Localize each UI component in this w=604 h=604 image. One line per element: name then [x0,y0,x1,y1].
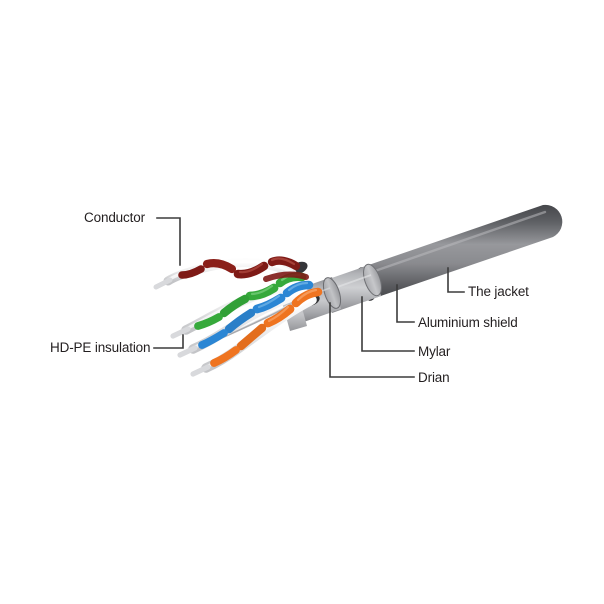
pair-orange [190,287,323,377]
label-mylar: Mylar [418,344,451,359]
leader-the-jacket [447,267,465,293]
pair-brown-back-strand [263,271,309,282]
leader-hd-pe-insulation [153,334,184,349]
cable-assembly [153,204,563,377]
leader-mylar [361,296,415,352]
label-drian: Drian [418,370,450,385]
pair-brown [153,256,301,290]
leader-aluminium-shield [396,284,415,323]
leader-lines [153,217,465,378]
aluminium-shield-face [363,263,382,297]
mylar-face [322,277,342,309]
pair-brown-tip [153,277,173,290]
pair-blue-color-strand [198,280,314,349]
pair-blue [177,280,314,358]
label-the-jacket: The jacket [468,284,529,299]
pair-orange-color-strand [210,287,323,367]
label-aluminium-shield: Aluminium shield [418,315,518,330]
leader-conductor [156,217,181,266]
pair-green-tip [170,326,191,339]
label-conductor: Conductor [84,210,146,225]
callout-labels: Conductor HD-PE insulation The jacket Al… [50,210,529,385]
label-hd-pe-insulation: HD-PE insulation [50,340,150,355]
pair-brown-color-strand [178,256,301,279]
pair-orange-tip [190,364,211,377]
pair-blue-tip [177,345,198,358]
leader-drian [329,302,415,378]
jacket-tube [352,204,563,300]
jacket-highlight [370,210,547,274]
